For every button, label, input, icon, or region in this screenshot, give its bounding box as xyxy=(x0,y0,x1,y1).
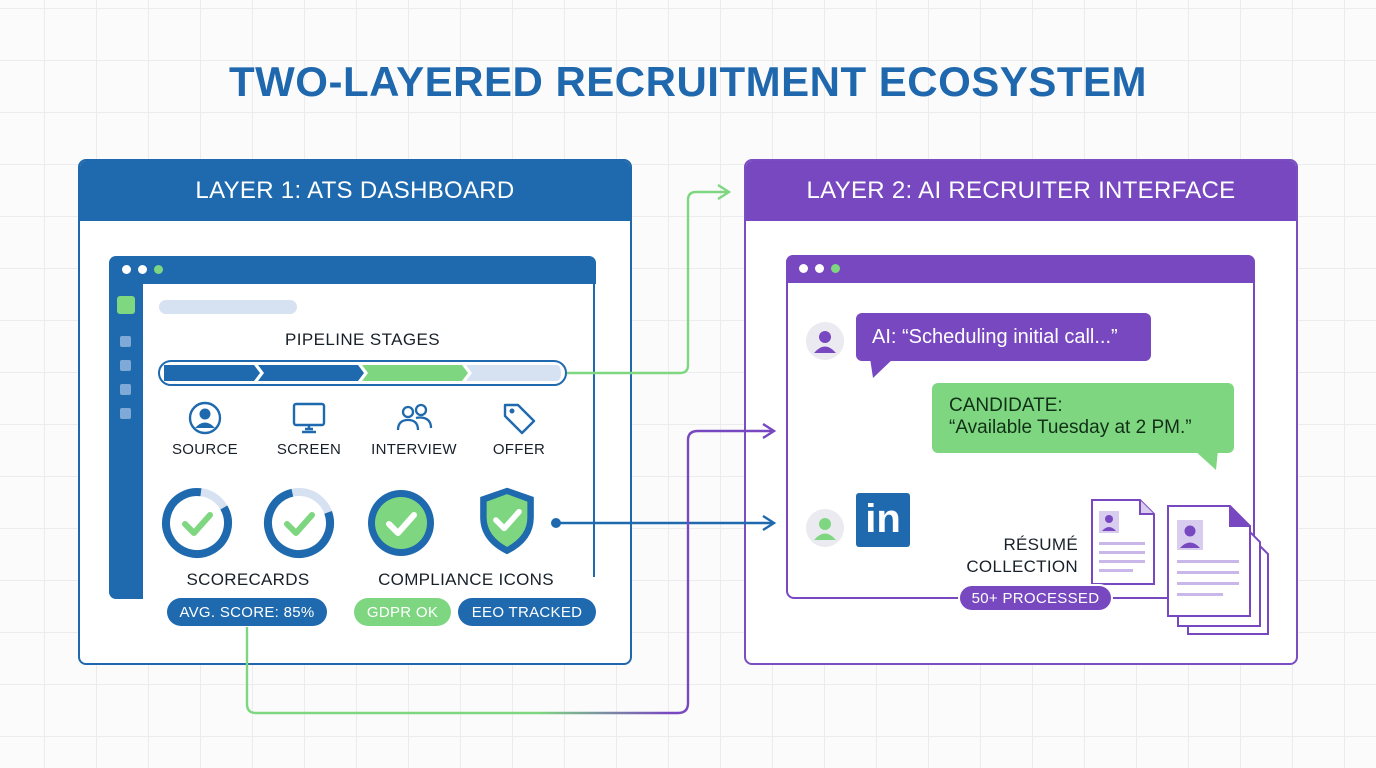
resume-stack-icon xyxy=(1167,505,1269,635)
page-title: TWO-LAYERED RECRUITMENT ECOSYSTEM xyxy=(229,58,1147,105)
ai-chat-bubble: AI: “Scheduling initial call...” xyxy=(856,313,1151,361)
shield-check-icon xyxy=(480,487,534,555)
person-circle-icon xyxy=(188,401,222,435)
layer1-header: LAYER 1: ATS DASHBOARD xyxy=(80,161,630,221)
window-right-edge xyxy=(593,284,595,577)
ai-window-titlebar xyxy=(786,255,1255,283)
stage-label-offer: OFFER xyxy=(492,441,546,458)
window-dot xyxy=(799,264,808,273)
price-tag-icon xyxy=(503,403,536,435)
window-dot xyxy=(138,265,147,274)
stage-label-interview: INTERVIEW xyxy=(371,441,457,458)
pipeline-progress-bar xyxy=(158,360,567,386)
window-dot xyxy=(122,265,131,274)
scorecard-check-icon xyxy=(162,488,232,558)
pipeline-to-ai-connector xyxy=(567,190,728,375)
sidebar-item[interactable] xyxy=(120,408,131,419)
resume-document-icon xyxy=(1091,499,1155,585)
search-bar-placeholder[interactable] xyxy=(159,300,297,314)
arrowhead-icon xyxy=(717,183,732,201)
sidebar-active-item[interactable] xyxy=(117,296,135,314)
pipeline-segment-offer xyxy=(466,365,561,381)
pipeline-segments xyxy=(164,365,561,381)
score-to-chat-connector xyxy=(245,429,774,715)
candidate-message: “Available Tuesday at 2 PM.” xyxy=(949,417,1192,438)
ats-sidebar xyxy=(109,284,143,599)
resume-collection-label: RÉSUMÉ COLLECTION xyxy=(940,534,1078,578)
compliance-check-icon xyxy=(368,490,434,556)
pipeline-segment-screen xyxy=(258,365,364,381)
window-dot xyxy=(154,265,163,274)
window-dot xyxy=(831,264,840,273)
resume-label-line1: RÉSUMÉ xyxy=(1003,535,1078,554)
ats-window-titlebar xyxy=(109,256,596,284)
ai-avatar-icon xyxy=(806,322,844,360)
connector-start-dot xyxy=(551,518,561,528)
gdpr-badge: GDPR OK xyxy=(354,598,451,626)
sidebar-item[interactable] xyxy=(120,336,131,347)
candidate-bubble-tail xyxy=(1194,450,1218,470)
scorecards-label: SCORECARDS xyxy=(186,570,310,589)
window-dot xyxy=(815,264,824,273)
pipeline-segment-interview xyxy=(362,365,468,381)
candidate-chat-bubble: CANDIDATE: “Available Tuesday at 2 PM.” xyxy=(932,383,1234,453)
eeo-tracked-badge: EEO TRACKED xyxy=(458,598,596,626)
arrowhead-icon xyxy=(762,422,777,440)
linkedin-logo-icon: in xyxy=(856,493,910,547)
pipeline-stages-title: PIPELINE STAGES xyxy=(285,330,440,349)
ats-dashboard-window xyxy=(109,256,596,599)
layer2-header: LAYER 2: AI RECRUITER INTERFACE xyxy=(746,161,1296,221)
sidebar-item[interactable] xyxy=(120,384,131,395)
candidate-avatar-icon xyxy=(806,509,844,547)
arrowhead-icon xyxy=(762,514,777,532)
layer1-panel: LAYER 1: ATS DASHBOARD xyxy=(78,159,632,665)
group-icon xyxy=(396,403,433,431)
candidate-name: CANDIDATE: xyxy=(949,395,1063,416)
stage-label-screen: SCREEN xyxy=(276,441,342,458)
scorecard-check-icon xyxy=(264,488,334,558)
avg-score-badge: AVG. SCORE: 85% xyxy=(167,598,327,626)
pipeline-segment-source xyxy=(164,365,260,381)
compliance-icons-label: COMPLIANCE ICONS xyxy=(378,570,554,589)
resume-label-line2: COLLECTION xyxy=(966,557,1078,576)
stage-label-source: SOURCE xyxy=(172,441,238,458)
ai-bubble-tail xyxy=(870,358,894,378)
processed-badge: 50+ PROCESSED xyxy=(958,584,1113,612)
monitor-icon xyxy=(292,402,326,434)
sidebar-item[interactable] xyxy=(120,360,131,371)
